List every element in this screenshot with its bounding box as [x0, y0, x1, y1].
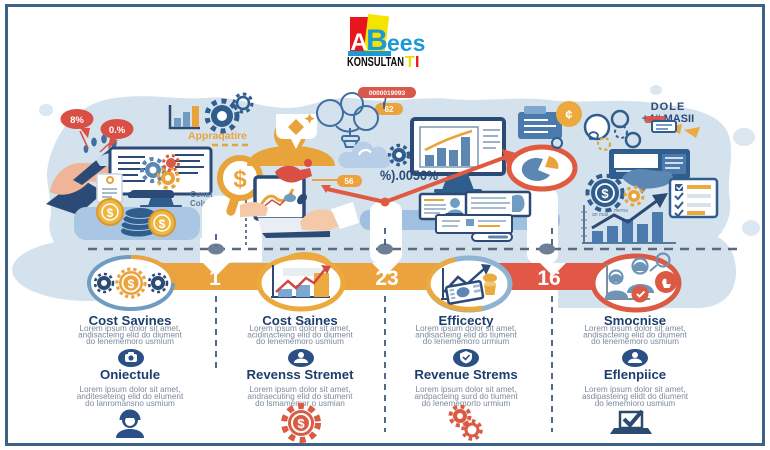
svg-text:16: 16 [537, 267, 560, 290]
svg-text:I: I [415, 54, 419, 71]
svg-text:do lenememoro usmium: do lenememoro usmium [591, 337, 679, 346]
svg-text:KONSULTAN: KONSULTAN [347, 54, 404, 69]
svg-text:andisacteing elid do tiument: andisacteing elid do tiument [415, 331, 517, 340]
svg-text:T: T [405, 54, 415, 71]
svg-text:Appraqatire: Appraqatire [188, 130, 247, 142]
svg-text:$: $ [297, 416, 305, 431]
svg-text:Revenss Stremet: Revenss Stremet [246, 367, 354, 382]
svg-text:do lenememoro usmium: do lenememoro usmium [256, 337, 344, 346]
svg-text:andraecuting elid do stument: andraecuting elid do stument [247, 392, 353, 401]
svg-text:$: $ [159, 217, 166, 231]
svg-text:0.%: 0.% [109, 125, 126, 136]
svg-text:DOLE: DOLE [651, 101, 686, 113]
svg-text:$: $ [107, 206, 114, 220]
svg-text:62: 62 [385, 105, 394, 114]
svg-text:asdipasteing elidt do diument: asdipasteing elidt do diument [582, 392, 689, 401]
svg-text:andisacteing elid do diument: andisacteing elid do diument [583, 331, 688, 340]
svg-text:acidinacteing elid do diument: acidinacteing elid do diument [247, 331, 353, 340]
svg-text:$: $ [601, 186, 609, 201]
svg-text:1: 1 [209, 267, 221, 290]
svg-text:Lorem ipsum dolor sit amet,: Lorem ipsum dolor sit amet, [584, 324, 685, 333]
svg-text:8%: 8% [70, 115, 84, 126]
svg-text:Lorem ipsum dolor sit amet,: Lorem ipsum dolor sit amet, [415, 324, 516, 333]
svg-text:Lorem ipsum dolor sit amet,: Lorem ipsum dolor sit amet, [79, 324, 180, 333]
svg-text:Oniectule: Oniectule [100, 367, 160, 382]
svg-text:Colruf: Colruf [190, 199, 214, 208]
svg-text:Efficecty: Efficecty [439, 313, 495, 328]
svg-text:an mas: an mas [592, 212, 609, 218]
svg-text:anditeseteing elid do elument: anditeseteing elid do elument [77, 392, 184, 401]
svg-text:Smocnise: Smocnise [604, 313, 666, 328]
svg-text:Revenue Strems: Revenue Strems [414, 367, 517, 382]
svg-text:Lorem ipsum dolor sit amet,: Lorem ipsum dolor sit amet, [584, 385, 685, 394]
svg-text:Cost Savines: Cost Savines [89, 313, 172, 328]
svg-text:%).0056%: %).0056% [380, 168, 438, 183]
svg-text:Cost Saines: Cost Saines [262, 313, 338, 328]
svg-text:do lenememoro urmium: do lenememoro urmium [423, 337, 510, 346]
svg-text:do lememioro usmium: do lememioro usmium [595, 399, 676, 408]
svg-text:andpacteing surd do tiument: andpacteing surd do tiument [414, 392, 518, 401]
svg-text:$: $ [233, 166, 247, 193]
svg-text:¢: ¢ [565, 107, 572, 122]
svg-text:do lenememoro usmium: do lenememoro usmium [86, 337, 174, 346]
svg-text:do lenememorto urmium: do lenememorto urmium [422, 399, 511, 408]
svg-text:B: B [366, 24, 388, 57]
svg-text:Const: Const [190, 190, 213, 199]
svg-text:0000019093: 0000019093 [369, 90, 406, 97]
svg-text:Lorem ipsum dolor sit amet,: Lorem ipsum dolor sit amet, [249, 324, 350, 333]
svg-text:Lorem ipsum dolor sit amet,: Lorem ipsum dolor sit amet, [415, 385, 516, 394]
svg-text:Lorem ipsum dolor sit amet,: Lorem ipsum dolor sit amet, [79, 385, 180, 394]
svg-text:$: $ [128, 277, 135, 291]
svg-text:mema: mema [614, 208, 628, 214]
svg-text:do lanromansno usmium: do lanromansno usmium [85, 399, 175, 408]
svg-text:23: 23 [375, 267, 398, 290]
svg-text:56: 56 [345, 177, 354, 186]
svg-text:Lorem ipsum dolor sit amet,: Lorem ipsum dolor sit amet, [249, 385, 350, 394]
svg-text:ees: ees [387, 30, 425, 56]
svg-text:Eflenpiice: Eflenpiice [604, 367, 666, 382]
svg-text:A: A [350, 29, 367, 56]
svg-text:andisacteing elid do diument: andisacteing elid do diument [78, 331, 183, 340]
